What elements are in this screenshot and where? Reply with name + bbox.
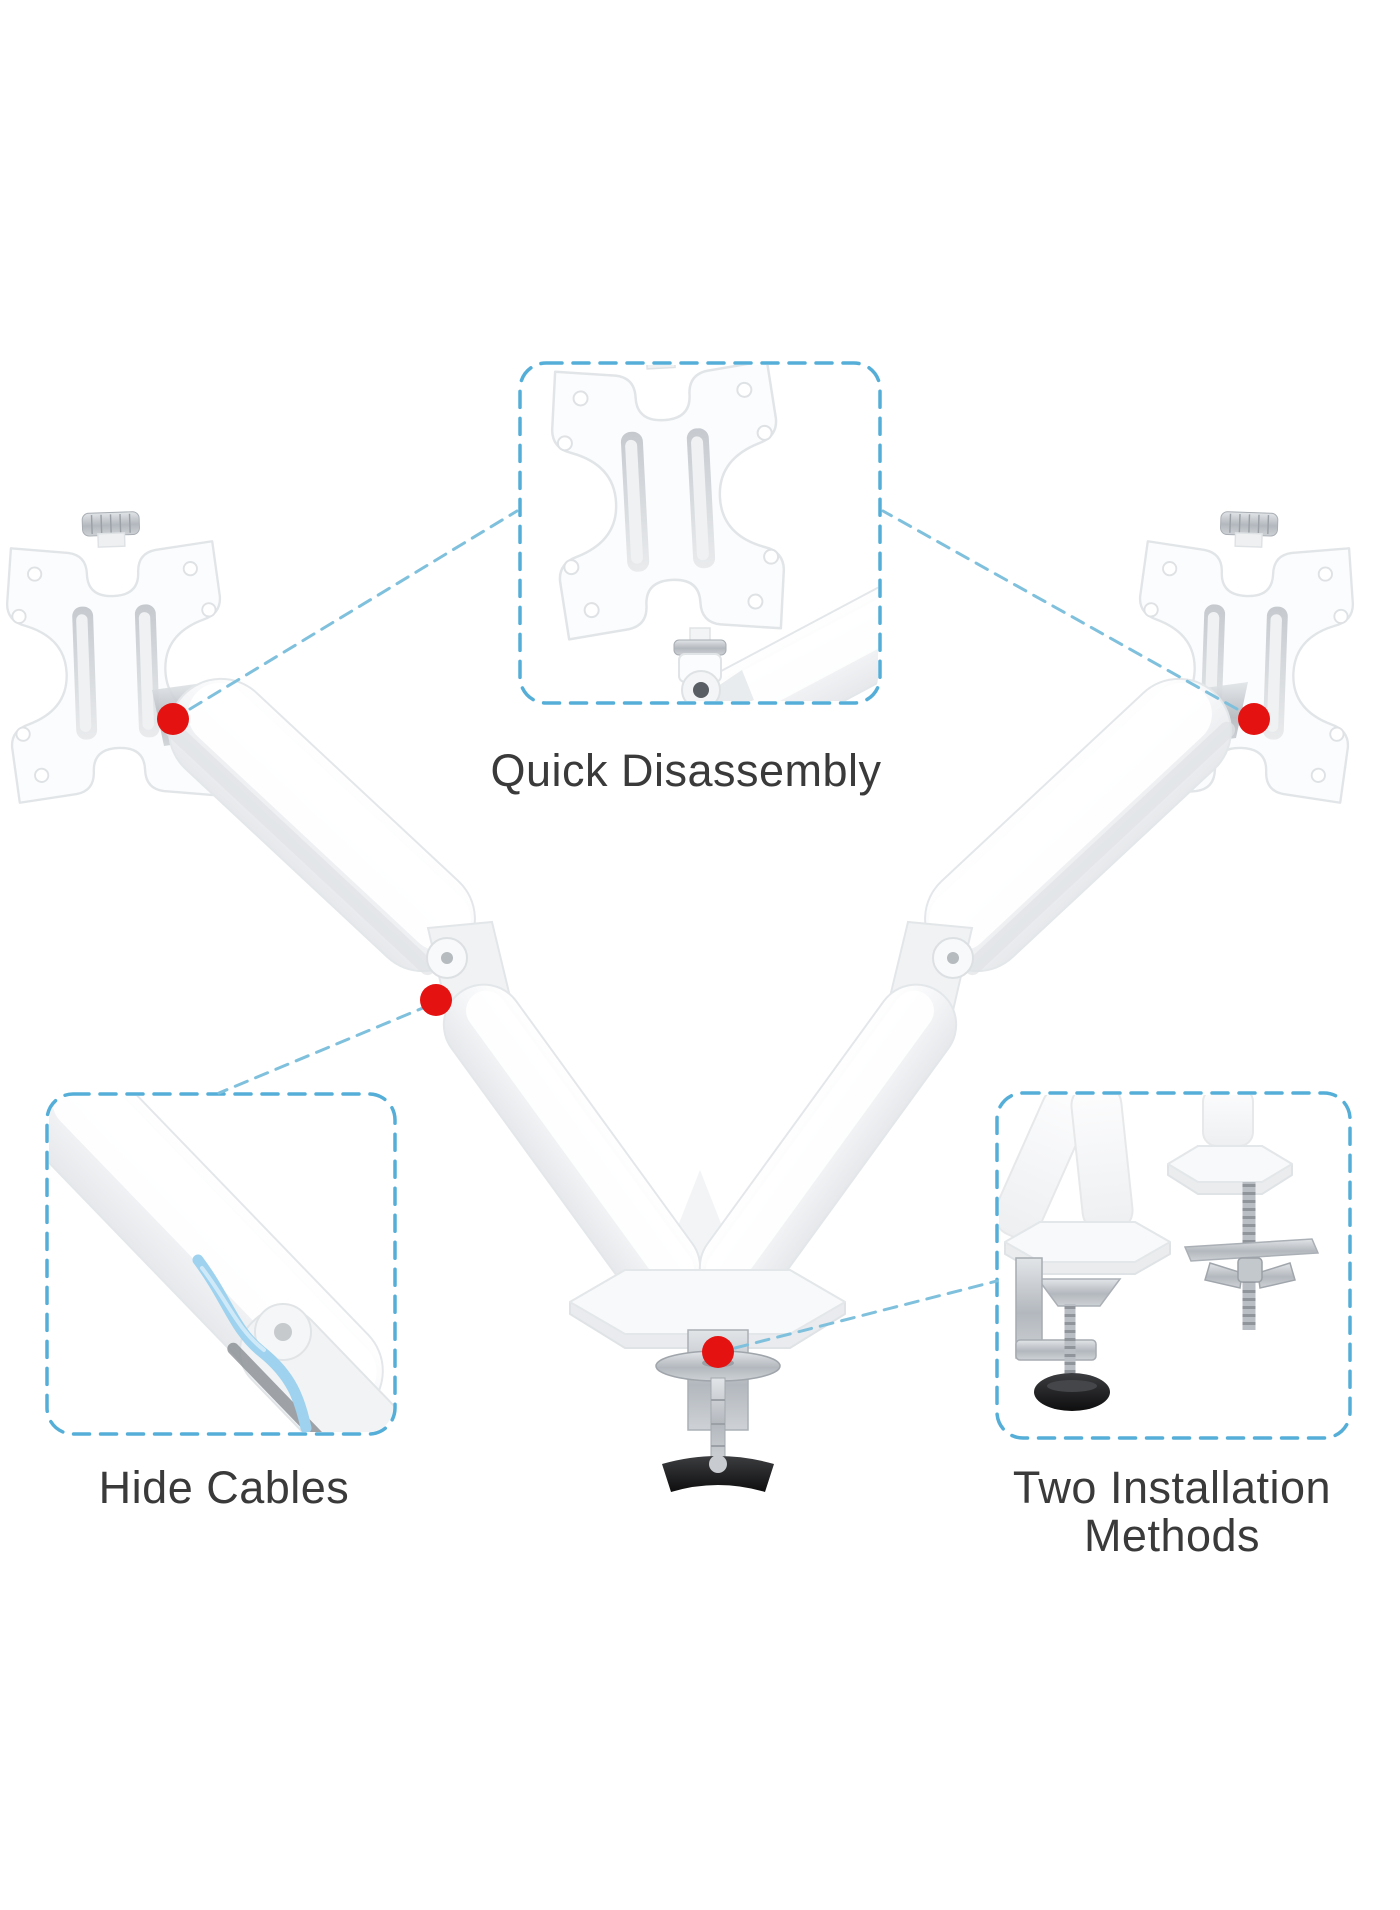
clamp-mount bbox=[999, 1095, 1171, 1411]
wing-nut bbox=[1204, 1257, 1296, 1289]
two-installation-line1: Two Installation bbox=[1012, 1462, 1332, 1513]
installation-methods-callout-box bbox=[995, 1091, 1352, 1440]
leader-left-vesa bbox=[188, 509, 519, 711]
clamp-screw-rod bbox=[710, 1377, 726, 1463]
right-upper-arm bbox=[924, 677, 1236, 976]
hide-cables-callout-box bbox=[45, 1092, 397, 1436]
left-upper-arm bbox=[164, 677, 476, 976]
vesa-plate-detail bbox=[546, 365, 789, 641]
installation-methods-detail bbox=[999, 1095, 1320, 1411]
hide-cables-detail bbox=[49, 1096, 393, 1432]
quick-disassembly-label: Quick Disassembly bbox=[490, 745, 882, 796]
two-installation-methods-label: Two Installation Methods bbox=[952, 1464, 1392, 1560]
leader-hide-cables bbox=[217, 1003, 432, 1095]
grommet-plate bbox=[1183, 1238, 1320, 1262]
hide-cables-label: Hide Cables bbox=[98, 1462, 350, 1513]
clamp-t-knob bbox=[662, 1455, 774, 1492]
quick-disassembly-detail bbox=[546, 365, 878, 701]
quick-disassembly-callout-box bbox=[518, 361, 882, 705]
grommet-mount bbox=[1167, 1095, 1320, 1330]
left-elbow-marker-dot bbox=[420, 984, 452, 1016]
desk-base bbox=[569, 1269, 846, 1492]
two-installation-line2: Methods bbox=[1083, 1510, 1261, 1561]
leader-installation bbox=[733, 1279, 999, 1350]
dual-monitor-arm bbox=[2, 507, 1358, 1492]
leader-right-vesa bbox=[881, 509, 1239, 711]
left-vesa-marker-dot bbox=[157, 703, 189, 735]
base-clamp-marker-dot bbox=[702, 1336, 734, 1368]
right-vesa-marker-dot bbox=[1238, 703, 1270, 735]
